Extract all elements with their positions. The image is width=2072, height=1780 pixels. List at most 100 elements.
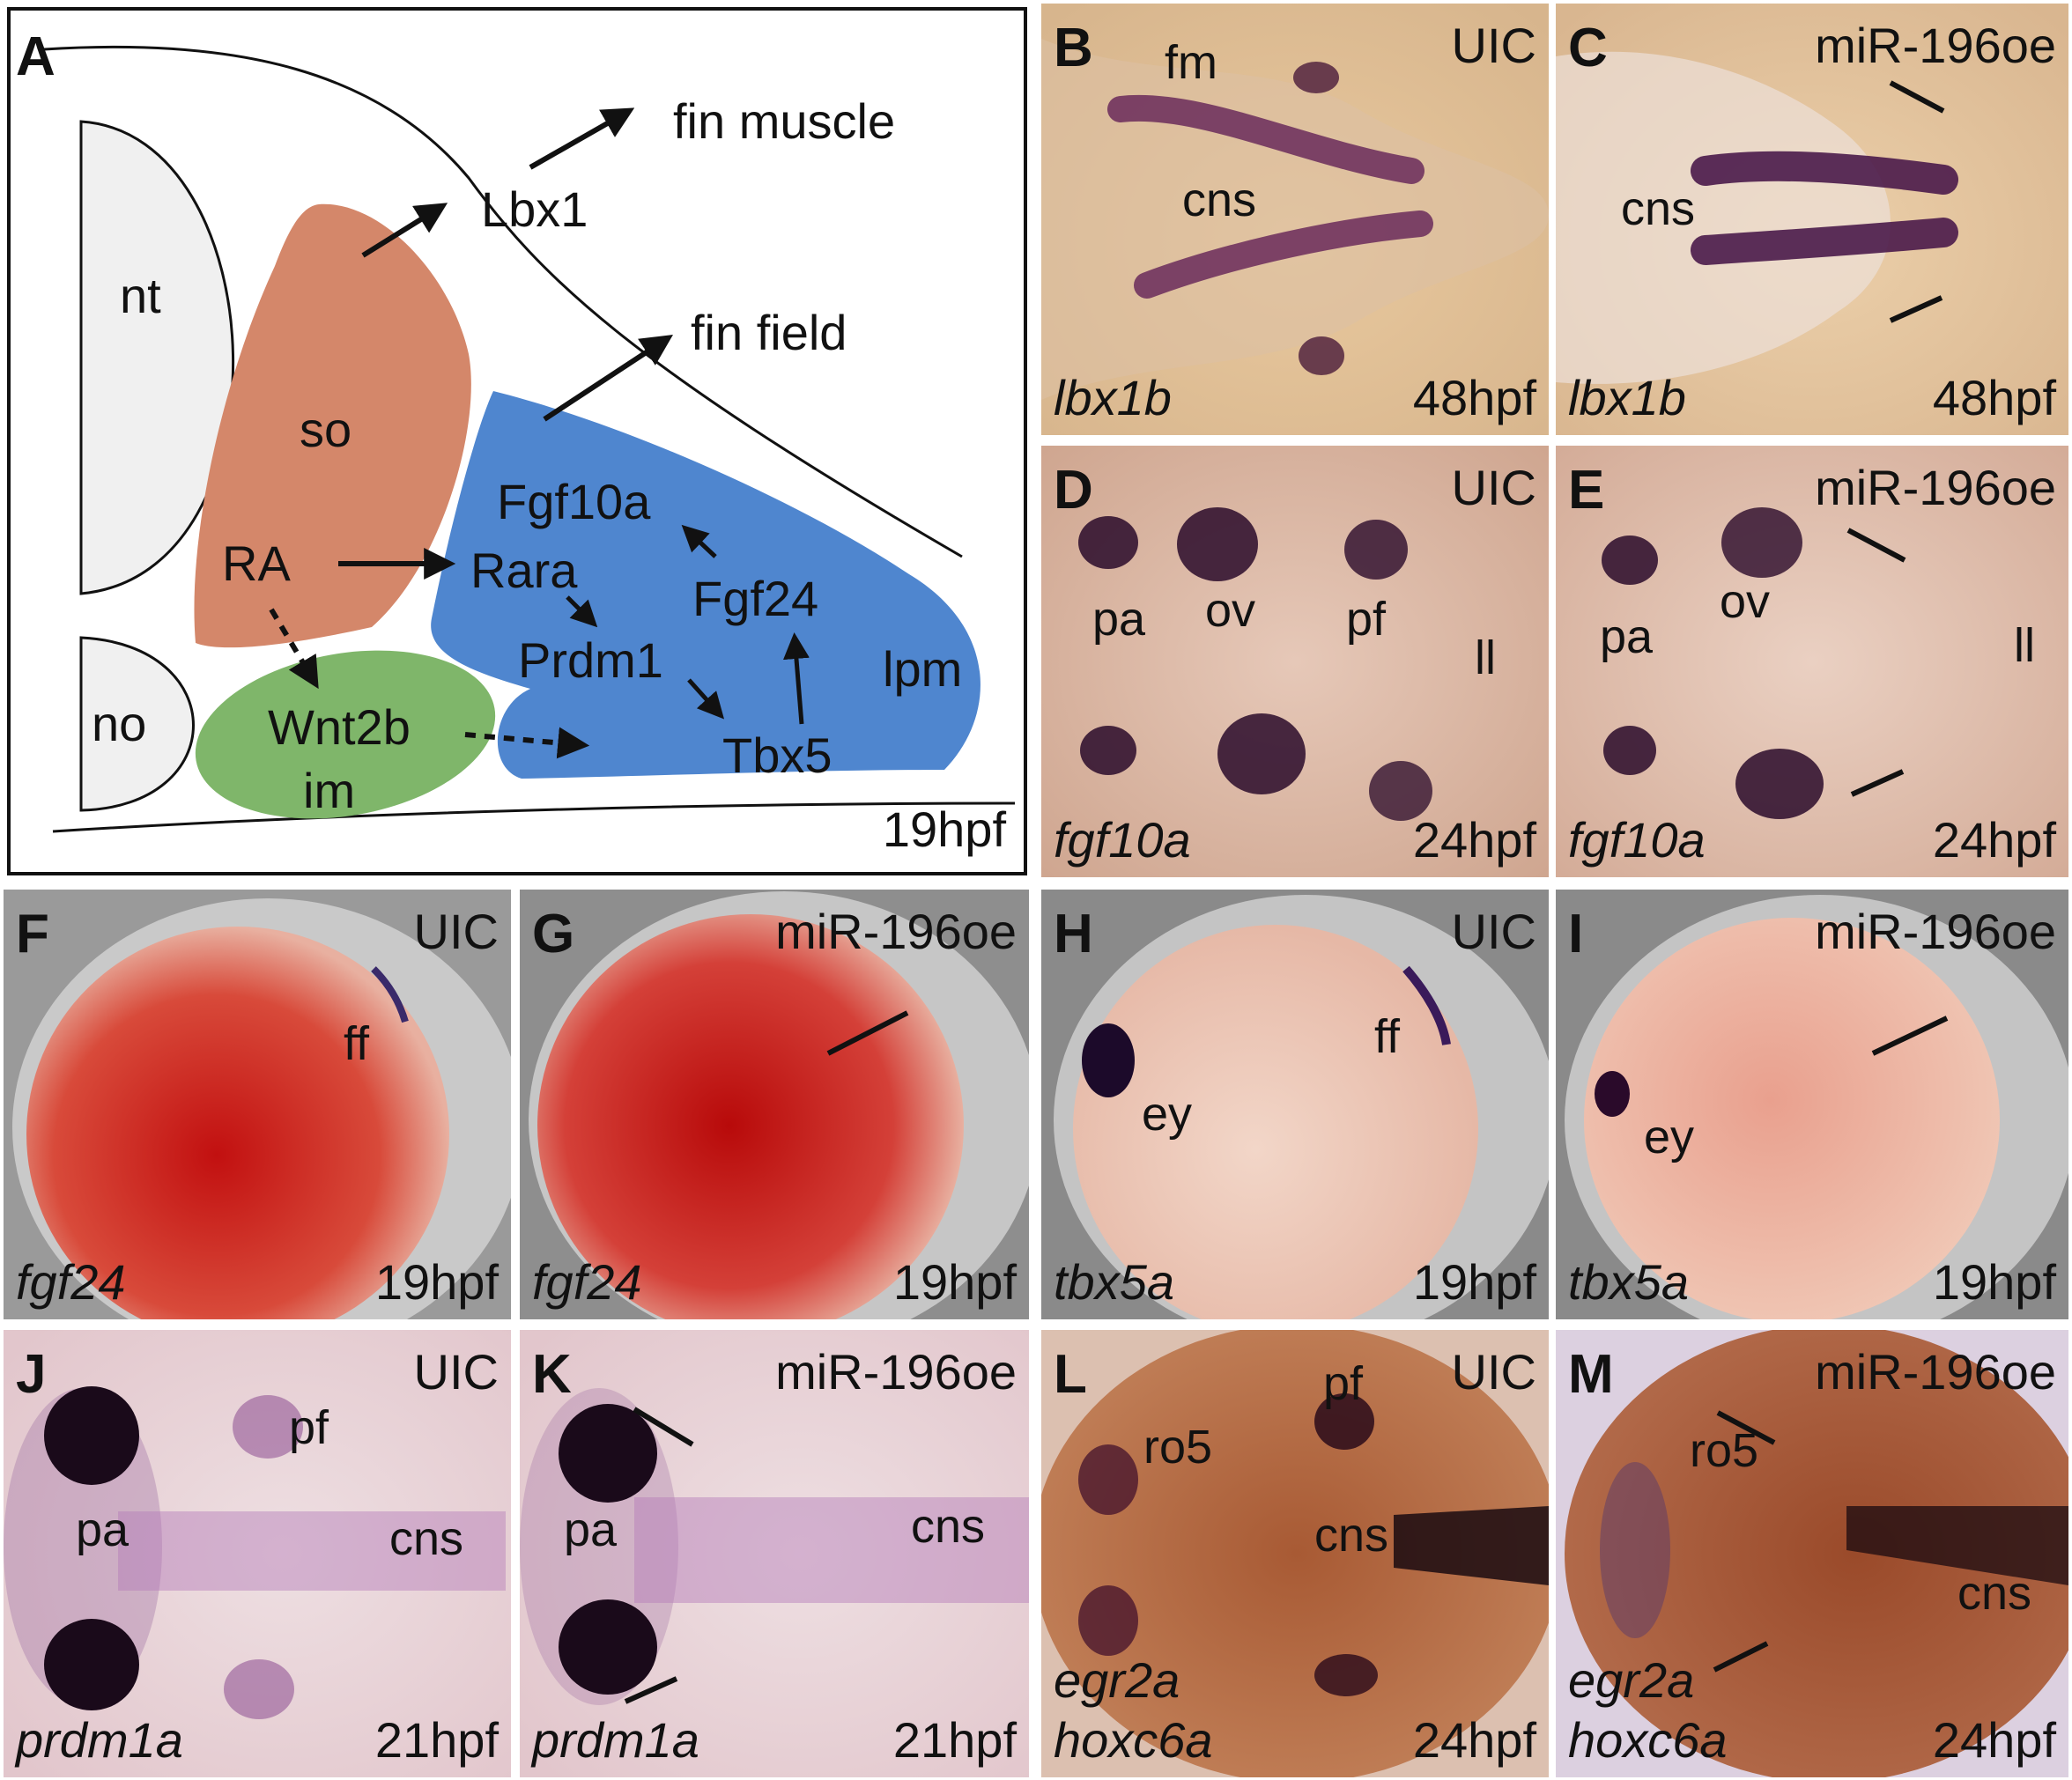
panel-letter: B (1054, 18, 1093, 78)
stage-label: 19hpf (1932, 1254, 2056, 1310)
arrow-lpm-fin-field (543, 335, 674, 422)
panel-k: K miR-196oe pa cns prdm1a 21hpf (520, 1330, 1029, 1777)
panel-l-image (1041, 1330, 1549, 1777)
gene-label: tbx5a (1568, 1254, 1689, 1310)
panel-letter: G (532, 904, 575, 964)
stage-label: 48hpf (1932, 370, 2056, 425)
arrow-rara-prdm1 (566, 595, 598, 628)
tissue-label-ll: ll (1475, 631, 1496, 684)
panel-g-image (520, 890, 1029, 1319)
stage-label: 19hpf (892, 1254, 1017, 1310)
label-so: so (300, 402, 352, 457)
schematic-diagram (43, 45, 1016, 833)
panel-m-image (1556, 1330, 2068, 1777)
arrow-top (1716, 1410, 1776, 1445)
gene-label: prdm1a (532, 1712, 699, 1768)
label-fgf24: Fgf24 (692, 571, 819, 626)
eye-stain (1595, 1071, 1630, 1117)
stage-label: 24hpf (1412, 812, 1536, 868)
tissue-label-cns: cns (1314, 1509, 1389, 1562)
arrow-fgf24-fgf10a (681, 524, 717, 558)
label-rara: Rara (470, 543, 578, 598)
eye-stain (1082, 1023, 1135, 1097)
panel-f-image (4, 890, 511, 1319)
notochord-shape (79, 636, 195, 812)
label-lbx1: Lbx1 (481, 181, 588, 237)
gene-label: egr2a (1568, 1652, 1695, 1708)
tissue-label-ey: ey (1644, 1111, 1695, 1163)
stage-label: 19hpf (1412, 1254, 1536, 1310)
condition-label: UIC (413, 1344, 499, 1400)
condition-label: UIC (413, 904, 499, 959)
panel-k-image (520, 1330, 1029, 1777)
condition-label: miR-196oe (775, 904, 1017, 959)
somite-shape (194, 203, 471, 648)
tissue-label-pa: pa (76, 1503, 130, 1556)
gene-label: egr2a (1054, 1652, 1180, 1708)
label-prdm1: Prdm1 (518, 632, 663, 688)
panel-a-stage: 19hpf (882, 801, 1006, 857)
tissue-label-pa: pa (1600, 610, 1654, 663)
tissue-label-ro5: ro5 (1690, 1424, 1759, 1477)
condition-label: miR-196oe (775, 1344, 1017, 1400)
panel-h-image (1041, 890, 1549, 1319)
arrow-bottom (1850, 769, 1905, 797)
condition-label: miR-196oe (1815, 904, 2056, 959)
arrow (1871, 1016, 1949, 1056)
arrow-tbx5-fgf24 (783, 632, 810, 725)
lateral-plate-mesoderm-shape (431, 391, 980, 779)
tissue-label-cns: cns (1182, 174, 1257, 226)
arrow-so-lbx1 (361, 203, 448, 258)
tissue-label-cns: cns (389, 1512, 464, 1565)
fin-field-stain (1402, 965, 1451, 1045)
stage-label: 21hpf (374, 1712, 499, 1768)
condition-label: UIC (1451, 1344, 1536, 1400)
tissue-label-pf: pf (1323, 1357, 1364, 1410)
panel-i: I miR-196oe ey tbx5a 19hpf (1556, 890, 2068, 1319)
panel-e: E miR-196oe pa ov ll fgf10a 24hpf (1556, 446, 2068, 877)
panel-c: C miR-196oe cns lbx1b 48hpf (1556, 4, 2068, 435)
label-tbx5: Tbx5 (722, 728, 832, 783)
label-fin-field: fin field (691, 305, 847, 360)
tissue-label-cns: cns (1957, 1567, 2032, 1620)
stage-label: 19hpf (374, 1254, 499, 1310)
condition-label: miR-196oe (1815, 18, 2056, 73)
stage-label: 24hpf (1932, 812, 2056, 868)
panel-d-image (1041, 446, 1549, 877)
gene-label-2: hoxc6a (1568, 1712, 1728, 1768)
panel-h: H UIC ff ey tbx5a 19hpf (1041, 890, 1549, 1319)
arrow-ra-wnt2b (269, 608, 319, 690)
panel-c-image (1556, 4, 2068, 435)
panel-letter: D (1054, 460, 1093, 521)
panel-i-image (1556, 890, 2068, 1319)
panel-letter: H (1054, 904, 1093, 964)
label-no: no (92, 696, 147, 751)
panel-e-image (1556, 446, 2068, 877)
stage-label: 48hpf (1412, 370, 1536, 425)
gene-label: fgf24 (532, 1254, 642, 1310)
label-im: im (303, 763, 356, 818)
panel-letter: J (16, 1344, 47, 1405)
arrow-bottom (1713, 1641, 1769, 1673)
arrow (826, 1010, 909, 1056)
panel-a-schematic: A nt no so RA im lpm Lbx1 fin muscle fin… (7, 7, 1027, 875)
gene-label: lbx1b (1054, 370, 1172, 425)
condition-label: miR-196oe (1815, 460, 2056, 515)
embryo-outline-bottom (52, 801, 1016, 833)
arrow-lbx1-fin-muscle (529, 107, 635, 170)
panel-letter: I (1568, 904, 1584, 964)
gene-label: lbx1b (1568, 370, 1686, 425)
stage-label: 21hpf (892, 1712, 1017, 1768)
label-lpm: lpm (883, 641, 963, 697)
tissue-label-cns: cns (911, 1500, 986, 1553)
label-fin-muscle: fin muscle (673, 93, 896, 149)
arrow-wnt2b-lpm (464, 727, 590, 759)
panel-l: L UIC pf ro5 cns egr2a hoxc6a 24hpf (1041, 1330, 1549, 1777)
condition-label: UIC (1451, 18, 1536, 73)
panel-d: D UIC pa ov pf ll fgf10a 24hpf (1041, 446, 1549, 877)
gene-label: fgf24 (16, 1254, 126, 1310)
tissue-label-pf: pf (1346, 593, 1387, 646)
panel-letter: F (16, 904, 49, 964)
stage-label: 24hpf (1932, 1712, 2056, 1768)
